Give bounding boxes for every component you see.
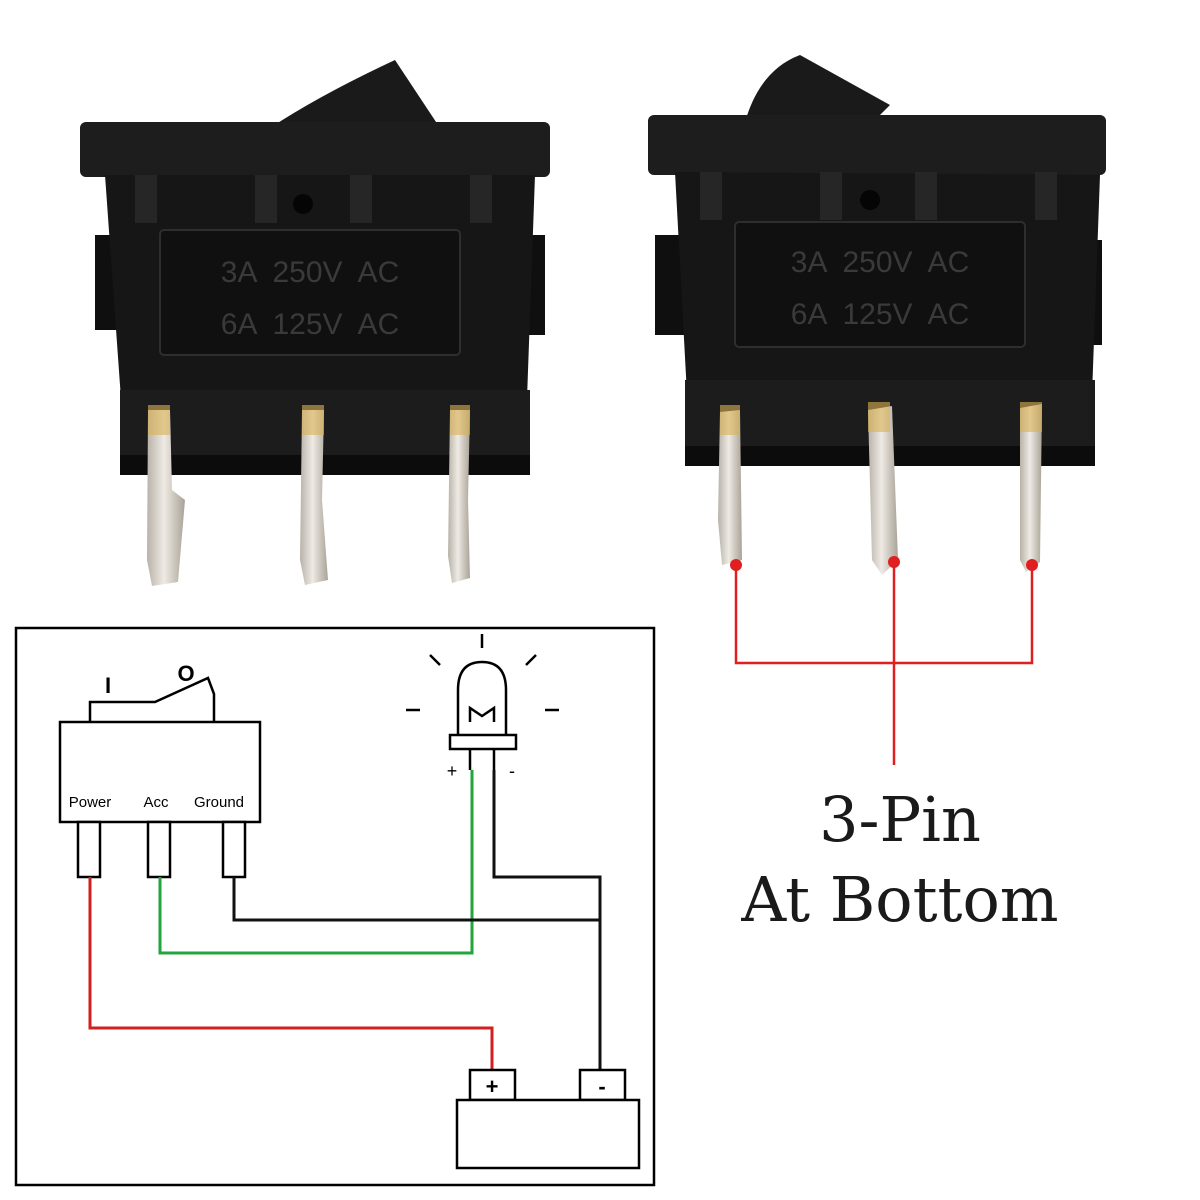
callout-dot-3 xyxy=(1026,559,1038,571)
led-icon xyxy=(406,634,559,770)
pin-label-ground: Ground xyxy=(194,794,244,811)
led-negative-wire xyxy=(492,770,602,920)
rating-line2-right: 6A 125V AC xyxy=(791,298,969,331)
callout-line1: 3-Pin xyxy=(819,783,981,856)
power-wire xyxy=(88,877,494,1070)
rocker-right xyxy=(745,55,890,125)
rating-line1-left: 3A 250V AC xyxy=(221,256,399,289)
led-minus-label: - xyxy=(509,761,515,781)
rocker-left xyxy=(270,60,440,128)
flange-right xyxy=(648,115,1106,175)
pin-left-1 xyxy=(147,405,185,586)
rating-panel-left xyxy=(159,229,461,356)
ground-wire xyxy=(232,877,602,1070)
flange-left xyxy=(80,122,550,177)
rating-panel-right xyxy=(734,221,1026,348)
pin-right-3 xyxy=(1020,402,1042,572)
pin-left-2 xyxy=(300,405,328,585)
callout-dot-1 xyxy=(730,559,742,571)
pin-label-power: Power xyxy=(69,794,112,811)
led-plus-label: + xyxy=(447,761,458,781)
rocker-switch-left: 3A 250V AC 6A 125V AC xyxy=(80,60,550,586)
pin-callout-label: 3-Pin At Bottom xyxy=(700,780,1100,940)
pin-left-3 xyxy=(448,405,470,583)
pin-right-1 xyxy=(718,405,742,565)
switch-on-symbol: I xyxy=(105,673,111,698)
battery-minus-label: - xyxy=(598,1074,605,1099)
callout-line2: At Bottom xyxy=(741,863,1059,936)
acc-wire xyxy=(158,770,474,955)
rating-line1-right: 3A 250V AC xyxy=(791,246,969,279)
pin-callout-lines xyxy=(734,562,1034,765)
callout-dot-2 xyxy=(888,556,900,568)
rating-line2-left: 6A 125V AC xyxy=(221,308,399,341)
pin-label-acc: Acc xyxy=(143,794,169,811)
battery-icon xyxy=(455,1068,641,1170)
rocker-switch-right: 3A 250V AC 6A 125V AC xyxy=(648,55,1106,575)
switch-off-symbol: O xyxy=(177,661,194,686)
pin-right-2 xyxy=(868,402,898,575)
battery-plus-label: + xyxy=(486,1074,499,1099)
